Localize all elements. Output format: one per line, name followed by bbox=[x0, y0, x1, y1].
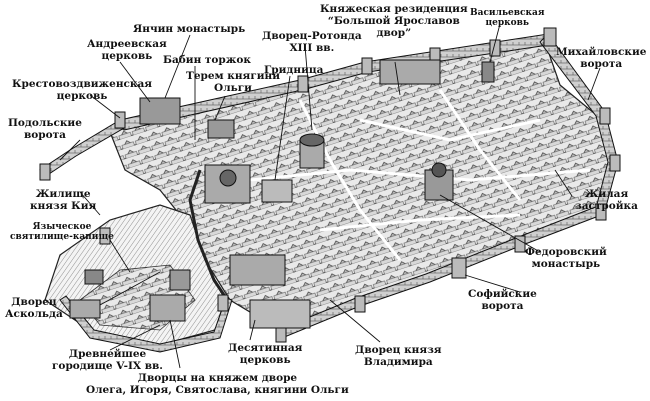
label-residential-buildings: Жилая застройка bbox=[575, 188, 638, 212]
label-gridnitsa: Гридница bbox=[264, 64, 324, 76]
label-askold-palace: Дворец Аскольда bbox=[5, 296, 63, 320]
pointer-lines bbox=[59, 23, 601, 369]
label-olga-terem: Терем княгини Ольги bbox=[186, 70, 281, 94]
label-princely-court-palaces: Дворцы на княжем дворе Олега, Игоря, Свя… bbox=[86, 372, 349, 396]
label-vasilevskaya-church: Васильевская церковь bbox=[470, 8, 545, 28]
label-yanchin-monastery: Янчин монастырь bbox=[133, 23, 246, 35]
label-sofiyskie-gates: Софийские ворота bbox=[468, 288, 537, 312]
label-fedorovsky-monastery: Федоровский монастырь bbox=[525, 246, 607, 270]
label-krestovozdvizhenskaya-church: Крестовоздвиженская церковь bbox=[12, 78, 153, 102]
label-mikhaylovskie-gates: Михайловские ворота bbox=[556, 46, 647, 70]
streets bbox=[249, 89, 591, 261]
label-rotunda-palace: Дворец-Ротонда XIII вв. bbox=[262, 30, 362, 54]
label-andreevskaya-church: Андреевская церковь bbox=[87, 38, 167, 62]
label-podolskie-gates: Подольские ворота bbox=[8, 117, 82, 141]
label-pagan-sanctuary: Языческое святилище-капище bbox=[10, 222, 114, 242]
label-desyatinnaya-church: Десятинная церковь bbox=[228, 342, 303, 366]
label-babin-torzhok: Бабин торжок bbox=[163, 54, 251, 66]
label-kiy-dwelling: Жилище князя Кия bbox=[30, 188, 97, 212]
landmarks bbox=[69, 59, 495, 329]
label-princely-residence: Княжеская резиденция “Большой Ярославов … bbox=[320, 3, 468, 39]
rampart bbox=[188, 169, 228, 299]
label-vladimir-palace: Дворец князя Владимира bbox=[355, 344, 442, 368]
label-ancient-hillfort: Древнейшее городище V-IX вв. bbox=[52, 348, 163, 372]
towers bbox=[39, 27, 621, 343]
